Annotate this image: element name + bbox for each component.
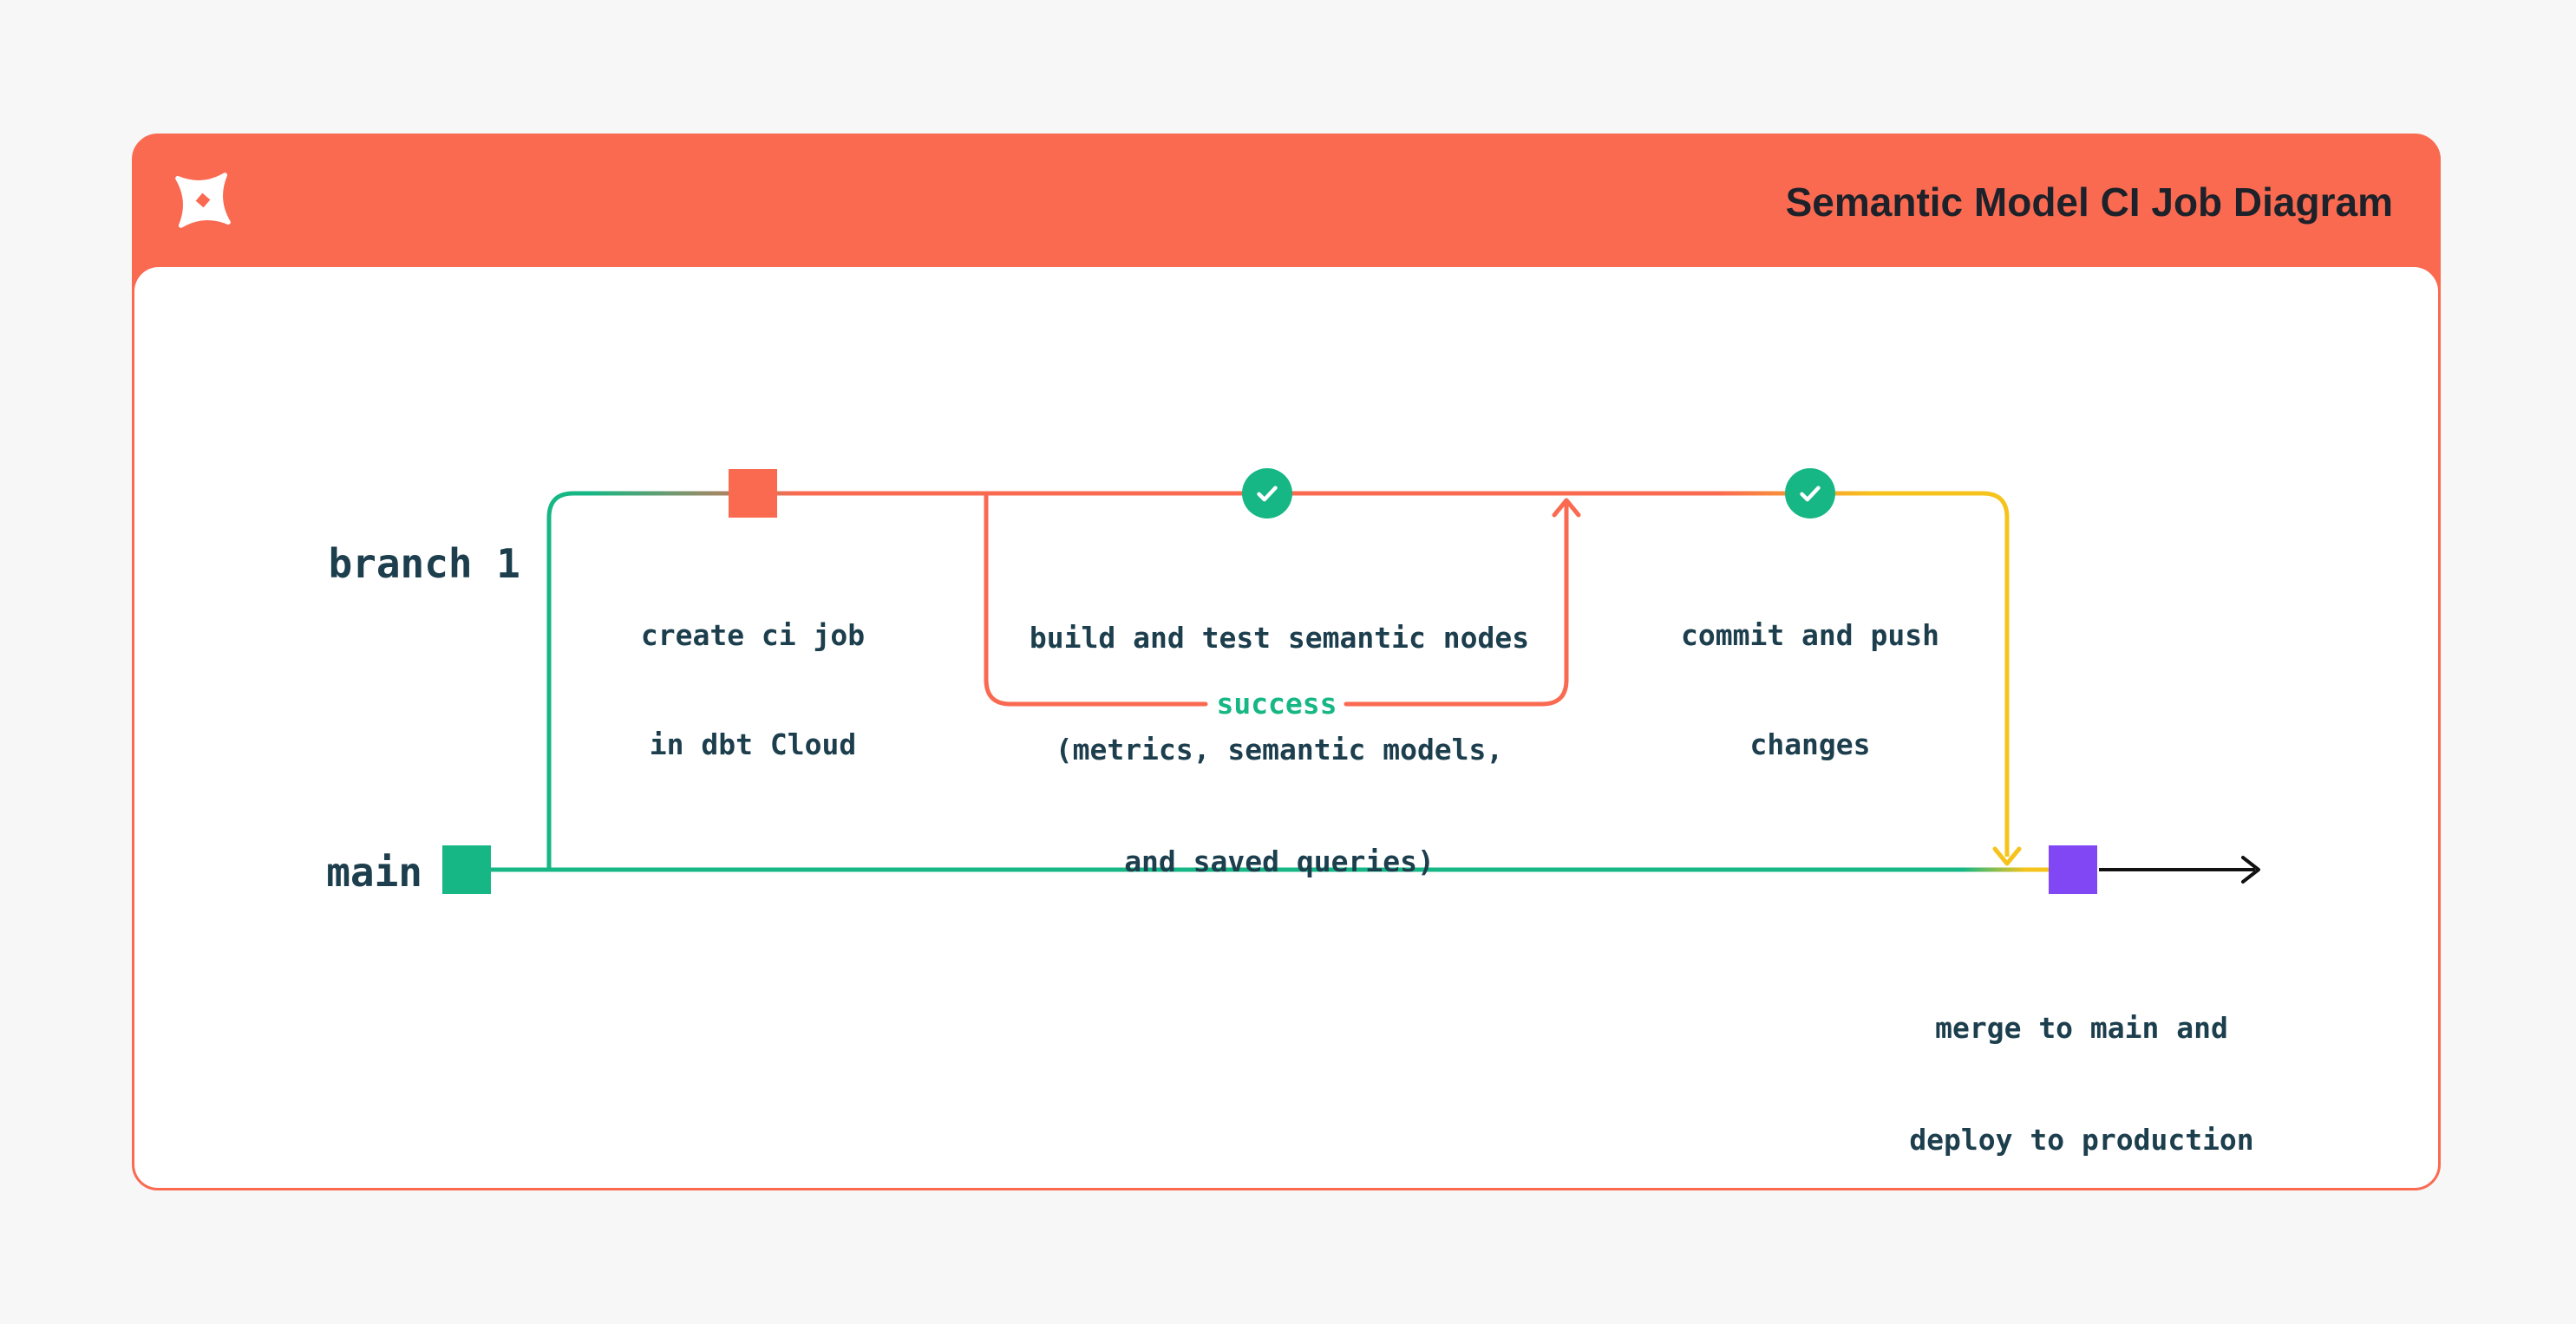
node-label-line: build and test semantic nodes (1029, 621, 1530, 655)
node-label-line: deploy to production (1909, 1123, 2254, 1157)
checkmark-icon (1800, 486, 1821, 502)
node-label-line: and saved queries) (1124, 845, 1435, 878)
commit-marker-create-ci (729, 469, 777, 518)
success-label: success (1216, 687, 1337, 721)
node-label-line: commit and push (1680, 618, 1939, 652)
node-label-line: changes (1749, 727, 1871, 761)
commit-marker-main (442, 845, 491, 894)
commit-marker-merge (2049, 845, 2097, 894)
main-row-label: main (326, 849, 422, 896)
page-title: Semantic Model CI Job Diagram (1785, 179, 2393, 225)
check-circle-icon-build-test (1242, 468, 1292, 519)
node-label-line: in dbt Cloud (649, 727, 857, 761)
node-label-commit-push: commit and push changes (1593, 545, 2027, 836)
node-label-line: create ci job (640, 618, 866, 652)
check-circle-icon-commit-push (1785, 468, 1835, 519)
dbt-logo-icon (170, 167, 236, 233)
checkmark-icon (1257, 486, 1278, 502)
node-label-create-ci: create ci job in dbt Cloud (536, 545, 970, 836)
diagram-card: Semantic Model CI Job Diagram (132, 134, 2441, 1190)
node-label-merge-deploy: merge to main and deploy to production (1821, 935, 2342, 1233)
card-header: Semantic Model CI Job Diagram (134, 136, 2438, 267)
branch-row-label: branch 1 (328, 540, 520, 587)
node-label-build-test: build and test semantic nodes (metrics, … (976, 545, 1583, 955)
node-label-line: (metrics, semantic models, (1055, 733, 1504, 766)
node-label-line: merge to main and (1935, 1011, 2228, 1045)
